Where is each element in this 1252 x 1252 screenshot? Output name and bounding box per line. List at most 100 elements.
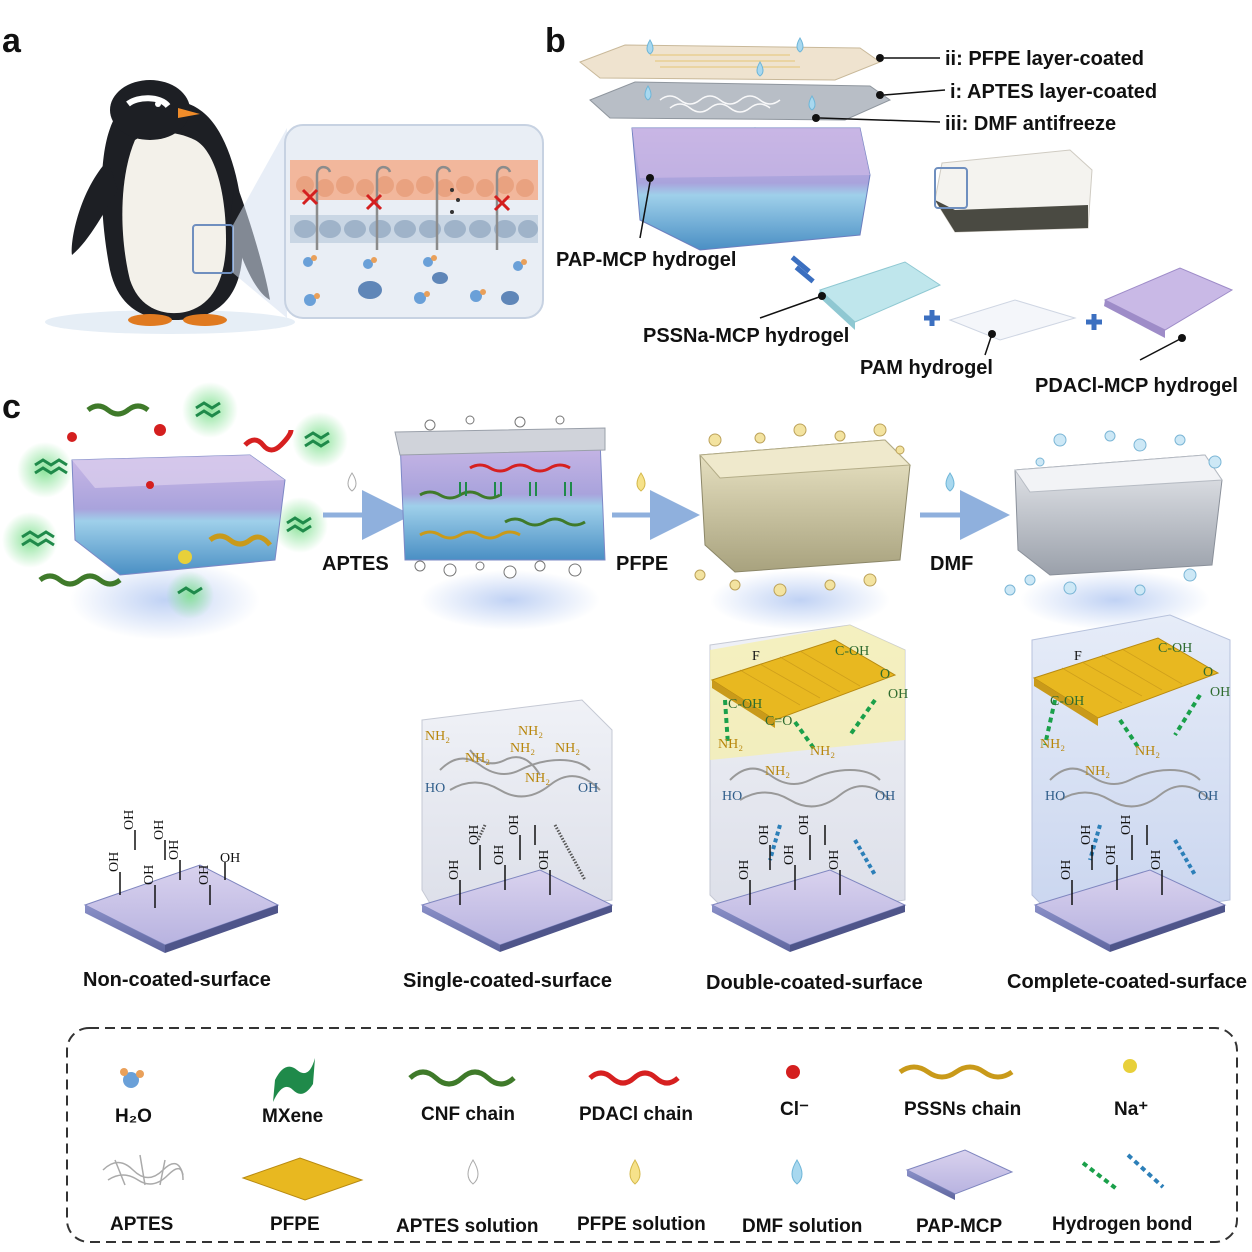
- pfpe-coated-block: [695, 424, 910, 630]
- svg-text:NH₂: NH₂: [810, 744, 835, 759]
- aptes-coated-block: [395, 416, 605, 630]
- dmf-droplet-icon: [792, 1160, 802, 1184]
- legend-label-aptes: APTES: [110, 1214, 173, 1235]
- panel-label-b: b: [545, 22, 566, 60]
- svg-text:HO: HO: [722, 789, 742, 804]
- svg-text:OH: OH: [537, 850, 552, 870]
- complete-coated-surface: F C-OH O OH C-OH NH₂ NH₂ NH₂ HO OH OH OH…: [1032, 615, 1230, 952]
- pdacl-slab: [1104, 268, 1232, 360]
- legend-label-pssns: PSSNs chain: [904, 1099, 1021, 1120]
- double-coated-surface: F C-OH O OH C-OH C=O NH₂ NH₂ NH₂ HO OH O…: [710, 625, 908, 952]
- plus-icon-2: [1086, 314, 1102, 330]
- svg-text:OH: OH: [1079, 825, 1094, 845]
- svg-text:C-OH: C-OH: [835, 644, 869, 659]
- svg-text:NH₂: NH₂: [1135, 744, 1160, 759]
- svg-text:OH: OH: [122, 810, 137, 830]
- svg-text:C-OH: C-OH: [1158, 641, 1192, 656]
- legend-label-chloride: Cl⁻: [780, 1099, 809, 1120]
- single-coated-surface: NH₂ NH₂ NH₂ NH₂ NH₂ NH₂ HO OH OH OH OH O…: [422, 700, 612, 952]
- svg-text:OH: OH: [467, 825, 482, 845]
- svg-text:OH: OH: [1149, 850, 1164, 870]
- panel-label-c: c: [2, 388, 21, 426]
- svg-text:HO: HO: [1045, 789, 1065, 804]
- legend-label-mxene: MXene: [262, 1106, 323, 1127]
- label-dmf-antifreeze: iii: DMF antifreeze: [945, 113, 1116, 135]
- svg-text:OH: OH: [1198, 789, 1218, 804]
- hydrogel-photo: [935, 150, 1092, 232]
- aptes-droplet-icon: [468, 1160, 478, 1184]
- pssna-slab: [760, 262, 940, 330]
- hydrogen-bond-icon: [1083, 1155, 1163, 1190]
- svg-text:OH: OH: [875, 789, 895, 804]
- svg-text:OH: OH: [797, 815, 812, 835]
- svg-text:OH: OH: [142, 865, 157, 885]
- pssns-chain-icon: [900, 1067, 1012, 1077]
- step-label-dmf: DMF: [930, 553, 973, 575]
- label-pam-hydrogel: PAM hydrogel: [860, 357, 993, 379]
- legend-label-pdacl: PDACl chain: [579, 1104, 693, 1125]
- svg-text:OH: OH: [827, 850, 842, 870]
- step-label-aptes: APTES: [322, 553, 389, 575]
- svg-text:F: F: [1074, 649, 1082, 664]
- svg-text:OH: OH: [578, 781, 598, 796]
- label-non-coated-surface: Non-coated-surface: [83, 969, 271, 991]
- svg-text:NH₂: NH₂: [465, 751, 490, 766]
- sodium-ion-icon: [1123, 1059, 1137, 1073]
- plus-icon: [924, 310, 940, 326]
- svg-text:OH: OH: [1104, 845, 1119, 865]
- svg-text:NH₂: NH₂: [718, 737, 743, 752]
- label-double-coated-surface: Double-coated-surface: [706, 972, 923, 994]
- panel-label-a: a: [2, 22, 22, 60]
- svg-text:NH₂: NH₂: [518, 724, 543, 739]
- label-single-coated-surface: Single-coated-surface: [403, 970, 612, 992]
- svg-text:OH: OH: [1210, 685, 1230, 700]
- svg-text:OH: OH: [167, 840, 182, 860]
- svg-text:NH₂: NH₂: [1085, 764, 1110, 779]
- svg-text:OH: OH: [782, 845, 797, 865]
- svg-text:OH: OH: [152, 820, 167, 840]
- step-label-pfpe: PFPE: [616, 553, 668, 575]
- legend-label-na: Na⁺: [1114, 1099, 1148, 1120]
- equals-sign-icon: [791, 255, 815, 283]
- cnf-chain-icon: [410, 1072, 514, 1084]
- legend-label-dmf-solution: DMF solution: [742, 1216, 862, 1237]
- svg-text:F: F: [752, 649, 760, 664]
- chloride-ion-icon: [786, 1065, 800, 1079]
- svg-text:OH: OH: [447, 860, 462, 880]
- dmf-coated-block: [1005, 431, 1222, 630]
- svg-text:OH: OH: [197, 865, 212, 885]
- svg-text:OH: OH: [492, 845, 507, 865]
- label-pfpe-layer: ii: PFPE layer-coated: [945, 48, 1144, 70]
- legend-label-hydrogen-bond: Hydrogen bond: [1052, 1214, 1192, 1235]
- svg-text:HO: HO: [425, 781, 445, 796]
- legend-label-pfpe-solution: PFPE solution: [577, 1214, 706, 1235]
- label-pap-mcp-hydrogel: PAP-MCP hydrogel: [556, 249, 736, 271]
- legend-label-cnf: CNF chain: [421, 1104, 515, 1125]
- svg-text:OH: OH: [1059, 860, 1074, 880]
- svg-text:C=O: C=O: [765, 714, 792, 729]
- svg-text:OH: OH: [888, 687, 908, 702]
- legend-box: [67, 1028, 1237, 1242]
- aptes-network-icon: [103, 1155, 183, 1185]
- layered-coating-stack: [580, 38, 945, 250]
- svg-text:NH₂: NH₂: [525, 771, 550, 786]
- svg-text:OH: OH: [1119, 815, 1134, 835]
- svg-text:NH₂: NH₂: [510, 741, 535, 756]
- raw-hydrogel-block: [2, 382, 348, 640]
- pfpe-droplet-icon: [630, 1160, 640, 1184]
- svg-text:NH₂: NH₂: [765, 764, 790, 779]
- svg-text:O: O: [880, 667, 890, 682]
- svg-text:OH: OH: [107, 852, 122, 872]
- svg-text:NH₂: NH₂: [555, 741, 580, 756]
- label-complete-coated-surface: Complete-coated-surface: [1007, 971, 1247, 993]
- svg-text:NH₂: NH₂: [1040, 737, 1065, 752]
- svg-text:C-OH: C-OH: [728, 697, 762, 712]
- svg-text:NH₂: NH₂: [425, 729, 450, 744]
- svg-text:OH: OH: [507, 815, 522, 835]
- svg-text:C-OH: C-OH: [1050, 694, 1084, 709]
- svg-text:OH: OH: [220, 851, 240, 866]
- label-aptes-layer: i: APTES layer-coated: [950, 81, 1157, 103]
- pap-mcp-slab-icon: [907, 1150, 1012, 1200]
- pam-slab: [950, 300, 1075, 355]
